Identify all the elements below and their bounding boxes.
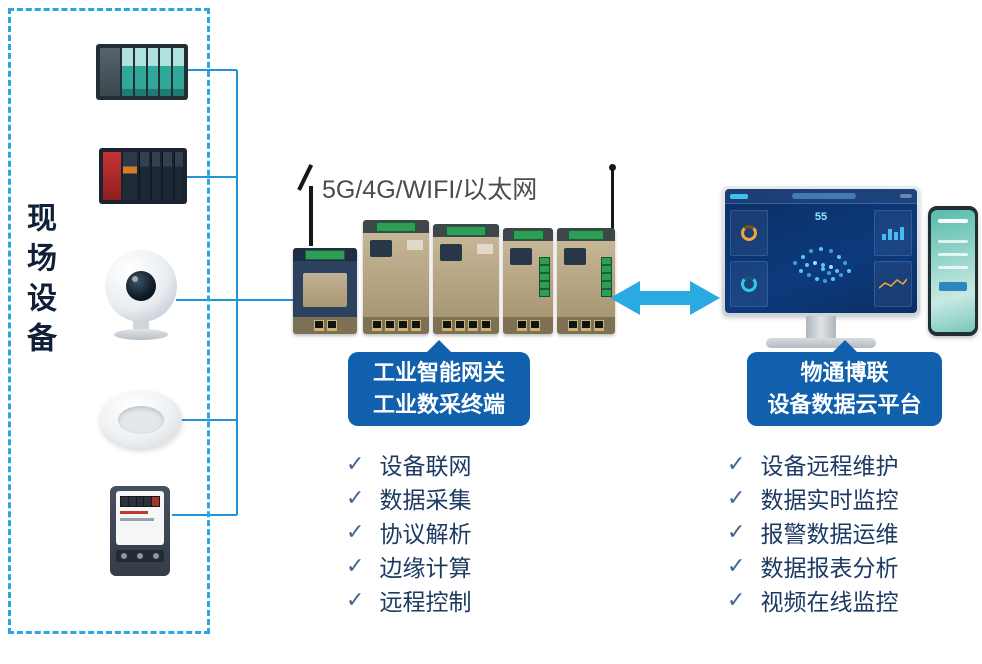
check-icon: ✓ <box>346 485 365 510</box>
monitor-base <box>766 338 876 348</box>
feature-row: ✓ 设备远程维护 <box>727 451 898 479</box>
plc-rack-red-image <box>99 148 187 204</box>
check-icon: ✓ <box>346 519 365 544</box>
terminal-block <box>568 229 604 240</box>
feature-label: 设备远程维护 <box>760 453 899 479</box>
check-icon: ✓ <box>727 587 746 612</box>
ip-camera-image <box>104 250 178 340</box>
line-chart-panel <box>874 261 912 307</box>
camera-lens <box>126 271 156 301</box>
sync-arrow-icon <box>610 281 720 315</box>
terminal-block <box>512 229 544 240</box>
terminal-block <box>445 225 487 236</box>
plc-cpu-module <box>103 152 121 200</box>
donut-chart-panel <box>730 261 768 307</box>
feature-label: 视频在线监控 <box>760 589 899 615</box>
gateway-bubble-line2: 工业数采终端 <box>372 391 505 417</box>
check-icon: ✓ <box>727 553 746 578</box>
plc-cpu-module <box>100 48 120 96</box>
field-devices-box <box>8 8 210 634</box>
check-icon: ✓ <box>346 451 365 476</box>
feature-row: ✓ 报警数据运维 <box>727 519 898 547</box>
feature-label: 远程控制 <box>379 589 472 615</box>
meter-counter <box>120 496 160 507</box>
bar-chart-panel <box>874 210 912 256</box>
feature-label: 数据报表分析 <box>760 555 899 581</box>
cloud-bubble: 物通博联 设备数据云平台 <box>747 352 942 426</box>
feature-label: 数据采集 <box>379 487 472 513</box>
antenna-icon <box>309 186 313 246</box>
feature-row: ✓ 视频在线监控 <box>727 587 898 615</box>
feature-row: ✓ 数据实时监控 <box>727 485 898 513</box>
cloud-bubble-line1: 物通博联 <box>800 359 889 385</box>
terminal-strip <box>601 257 612 297</box>
check-icon: ✓ <box>346 553 365 578</box>
gateway-bubble-line1: 工业智能网关 <box>372 359 505 385</box>
smoke-detector-image <box>100 390 182 448</box>
monitor-image: 55 <box>722 186 920 316</box>
camera-ball <box>105 250 177 322</box>
feature-row: ✓ 协议解析 <box>346 519 471 547</box>
china-map-dots <box>821 266 825 271</box>
check-icon: ✓ <box>346 587 365 612</box>
connectivity-label: 5G/4G/WIFI/以太网 <box>322 176 538 204</box>
field-devices-label: 现场设备 <box>22 202 55 362</box>
plc-rack-teal-image <box>96 44 188 100</box>
antenna-icon <box>609 164 616 236</box>
gateway-unit-2 <box>363 220 429 334</box>
feature-row: ✓ 数据采集 <box>346 485 471 513</box>
dashboard-user-chip <box>900 194 912 198</box>
feature-label: 协议解析 <box>379 521 472 547</box>
dashboard-logo <box>730 193 748 199</box>
feature-row: ✓ 数据报表分析 <box>727 553 898 581</box>
terminal-block <box>305 249 345 260</box>
check-icon: ✓ <box>727 485 746 510</box>
cloud-feature-list: ✓ 设备远程维护 ✓ 数据实时监控 ✓ 报警数据运维 ✓ 数据报表分析 ✓ 视频… <box>727 451 898 615</box>
phone-image <box>928 206 978 336</box>
feature-row: ✓ 设备联网 <box>346 451 471 479</box>
gateway-bubble: 工业智能网关 工业数采终端 <box>348 352 530 426</box>
feature-label: 边缘计算 <box>379 555 472 581</box>
gateway-feature-list: ✓ 设备联网 ✓ 数据采集 ✓ 协议解析 ✓ 边缘计算 ✓ 远程控制 <box>346 451 471 615</box>
china-map-panel: 55 <box>775 211 867 307</box>
monitor-stand <box>806 316 836 340</box>
gateway-unit-1 <box>293 248 357 334</box>
phone-login-button <box>938 282 968 291</box>
dashboard-header <box>725 189 917 204</box>
feature-label: 数据实时监控 <box>760 487 899 513</box>
feature-label: 报警数据运维 <box>760 521 899 547</box>
feature-row: ✓ 边缘计算 <box>346 553 471 581</box>
terminal-block <box>375 221 417 232</box>
cloud-bubble-line2: 设备数据云平台 <box>767 391 922 417</box>
check-icon: ✓ <box>727 519 746 544</box>
terminal-strip <box>539 257 550 297</box>
check-icon: ✓ <box>727 451 746 476</box>
power-meter-image <box>110 486 170 576</box>
gateway-unit-5 <box>557 228 615 334</box>
donut-chart-panel <box>730 210 768 256</box>
feature-label: 设备联网 <box>379 453 472 479</box>
gateway-devices-image <box>293 160 627 340</box>
gateway-unit-3 <box>433 224 499 334</box>
dashboard-title-bar <box>792 193 856 199</box>
gateway-unit-4 <box>503 228 553 334</box>
phone-screen <box>931 210 975 332</box>
feature-row: ✓ 远程控制 <box>346 587 471 615</box>
dashboard-metric: 55 <box>814 211 828 223</box>
dashboard-screen: 55 <box>725 189 917 313</box>
